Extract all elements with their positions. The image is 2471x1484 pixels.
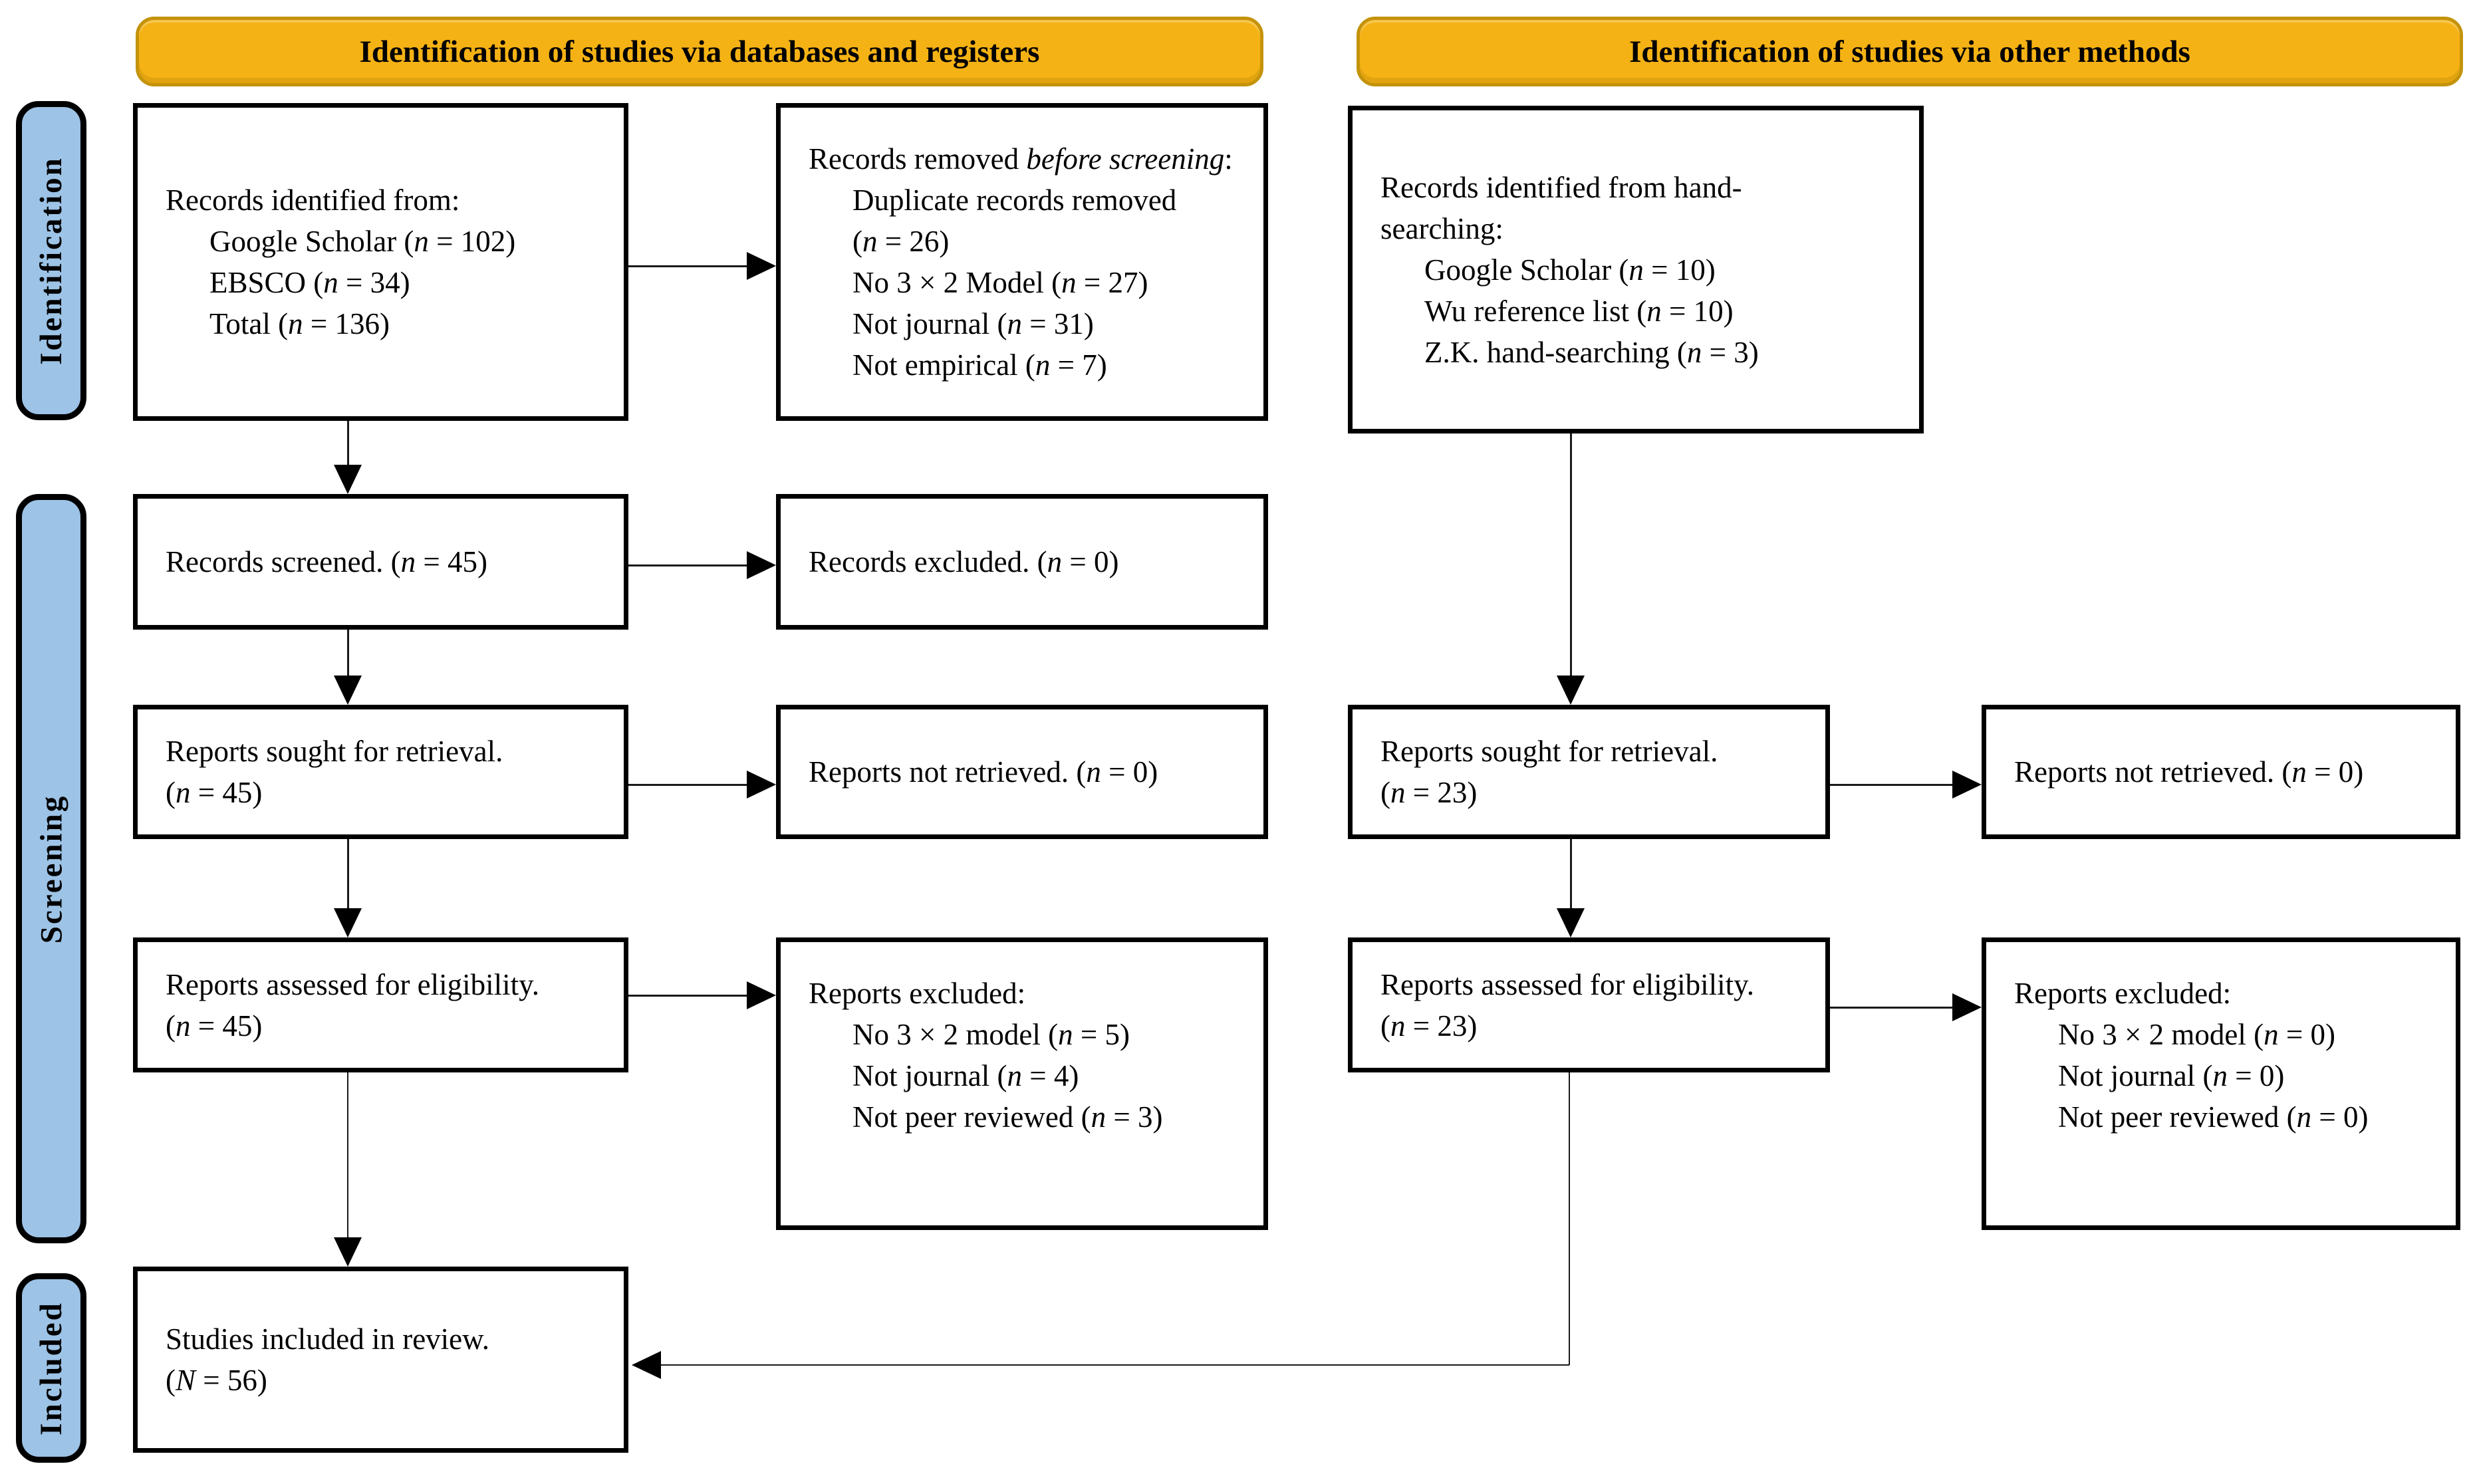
- flowbox-line: (n = 45): [166, 776, 263, 809]
- flowbox-line: Reports assessed for eligibility.: [166, 967, 539, 1001]
- flowbox-line: Reports not retrieved. (n = 0): [2014, 755, 2364, 789]
- flowbox-line: Studies included in review.: [166, 1322, 489, 1356]
- flowbox-line: No 3 × 2 model (n = 0): [2058, 1018, 2335, 1051]
- arrow-identified-to-removed-head: [747, 252, 776, 280]
- arrow-sought-other-to-assessed-other-head: [1557, 908, 1585, 937]
- box-records-identified-databases: Records identified from: Google Scholar (…: [133, 103, 628, 421]
- arrow-identified-to-screened: [346, 421, 349, 469]
- arrow-sought-to-not-retrieved-head: [747, 771, 776, 799]
- flowbox-line: Reports sought for retrieval.: [166, 735, 503, 768]
- elbow-assessed-other-down: [1569, 1072, 1570, 1365]
- stage-tab-screening-label: Screening: [34, 794, 69, 943]
- flowbox-line: Records removed before screening:: [809, 142, 1233, 176]
- box-records-removed-before-screening: Records removed before screening: Duplica…: [776, 103, 1268, 421]
- arrow-screened-to-sought: [346, 630, 349, 680]
- box-records-identified-hand-searching: Records identified from hand-searching: G…: [1348, 106, 1924, 433]
- flowbox-line: EBSCO (n = 34): [209, 266, 410, 299]
- flowbox-line: (n = 23): [1380, 1009, 1478, 1043]
- elbow-other-to-included-head: [632, 1351, 661, 1379]
- flowbox-line: Records screened. (n = 45): [166, 545, 487, 578]
- arrow-sought-other-to-not-retrieved-other-head: [1952, 771, 1982, 799]
- flowbox-line: Not empirical (n = 7): [852, 348, 1107, 382]
- flowbox-line: Records excluded. (n = 0): [809, 545, 1119, 578]
- banner-other-methods-label: Identification of studies via other meth…: [1629, 34, 2190, 69]
- box-studies-included: Studies included in review. (N = 56): [133, 1267, 628, 1453]
- flowbox-line: Records identified from:: [166, 184, 460, 217]
- flowbox-line: No 3 × 2 model (n = 5): [852, 1018, 1130, 1051]
- box-records-excluded: Records excluded. (n = 0): [776, 494, 1268, 630]
- arrow-assessed-to-excluded-head: [747, 981, 776, 1009]
- flowbox-line: (n = 26): [852, 225, 950, 258]
- box-reports-excluded-other: Reports excluded: No 3 × 2 model (n = 0) N…: [1982, 937, 2460, 1230]
- flowbox-line: Google Scholar (n = 10): [1424, 253, 1716, 287]
- flowbox-line: Reports excluded:: [2014, 977, 2232, 1010]
- arrow-screened-to-excluded: [628, 564, 751, 566]
- arrow-screened-to-excluded-head: [747, 551, 776, 579]
- flowbox-line: Z.K. hand-searching (n = 3): [1424, 335, 1759, 369]
- banner-databases-registers-label: Identification of studies via databases …: [359, 34, 1040, 69]
- banner-other-methods: Identification of studies via other meth…: [1357, 17, 2463, 86]
- flowbox-line: Duplicate records removed: [852, 184, 1177, 217]
- flowbox-line: Records identified from hand-: [1380, 170, 1742, 204]
- flowbox-line: searching:: [1380, 211, 1503, 245]
- box-reports-sought-databases: Reports sought for retrieval. (n = 45): [133, 705, 628, 839]
- box-records-screened: Records screened. (n = 45): [133, 494, 628, 630]
- arrow-sought-other-to-assessed-other: [1569, 839, 1572, 912]
- arrow-sought-to-assessed: [346, 839, 349, 912]
- arrow-assessed-to-included-head: [334, 1237, 362, 1267]
- flowbox-line: Reports not retrieved. (n = 0): [809, 755, 1158, 789]
- flowbox-line: Not peer reviewed (n = 3): [852, 1100, 1163, 1134]
- arrow-sought-to-assessed-head: [334, 908, 362, 937]
- arrow-sought-to-not-retrieved: [628, 783, 751, 786]
- arrow-identified-to-screened-head: [334, 465, 362, 494]
- box-reports-not-retrieved-databases: Reports not retrieved. (n = 0): [776, 705, 1268, 839]
- flowbox-line: Reports excluded:: [809, 977, 1026, 1010]
- flowbox-line: (n = 23): [1380, 776, 1478, 809]
- flowbox-line: Not journal (n = 0): [2058, 1059, 2285, 1092]
- arrow-assessed-other-to-excluded-other: [1830, 1006, 1956, 1009]
- flowbox-line: Google Scholar (n = 102): [209, 225, 516, 258]
- stage-tab-included-label: Included: [34, 1300, 69, 1435]
- arrow-assessed-to-included: [347, 1072, 348, 1241]
- flowbox-line: Reports sought for retrieval.: [1380, 735, 1718, 768]
- arrow-screened-to-sought-head: [334, 676, 362, 705]
- arrow-sought-other-to-not-retrieved-other: [1830, 783, 1956, 786]
- flowbox-line: Not journal (n = 4): [852, 1059, 1079, 1092]
- arrow-assessed-to-excluded: [628, 994, 751, 997]
- box-reports-assessed-other: Reports assessed for eligibility. (n = 23…: [1348, 937, 1830, 1072]
- stage-tab-identification: Identification: [16, 101, 86, 420]
- flowbox-line: Not peer reviewed (n = 0): [2058, 1100, 2369, 1134]
- flowbox-line: (N = 56): [166, 1364, 267, 1397]
- flowbox-line: No 3 × 2 Model (n = 27): [852, 266, 1148, 299]
- arrow-hand-searching-to-sought: [1569, 433, 1572, 680]
- flowbox-line: (n = 45): [166, 1009, 263, 1043]
- box-reports-sought-other: Reports sought for retrieval. (n = 23): [1348, 705, 1830, 839]
- banner-databases-registers: Identification of studies via databases …: [136, 17, 1263, 86]
- arrow-assessed-other-to-excluded-other-head: [1952, 993, 1982, 1021]
- elbow-other-to-included: [657, 1364, 1569, 1366]
- arrow-identified-to-removed: [628, 265, 751, 267]
- box-reports-excluded-databases: Reports excluded: No 3 × 2 model (n = 5) N…: [776, 937, 1268, 1230]
- stage-tab-screening: Screening: [16, 494, 86, 1243]
- box-reports-not-retrieved-other: Reports not retrieved. (n = 0): [1982, 705, 2460, 839]
- flowbox-line: Wu reference list (n = 10): [1424, 294, 1734, 328]
- flowbox-line: Total (n = 136): [209, 307, 390, 340]
- stage-tab-included: Included: [16, 1273, 86, 1463]
- arrow-hand-searching-to-sought-head: [1557, 676, 1585, 705]
- flowbox-line: Reports assessed for eligibility.: [1380, 967, 1754, 1001]
- flowbox-line: Not journal (n = 31): [852, 307, 1094, 340]
- stage-tab-identification-label: Identification: [34, 156, 68, 365]
- box-reports-assessed-databases: Reports assessed for eligibility. (n = 45…: [133, 937, 628, 1072]
